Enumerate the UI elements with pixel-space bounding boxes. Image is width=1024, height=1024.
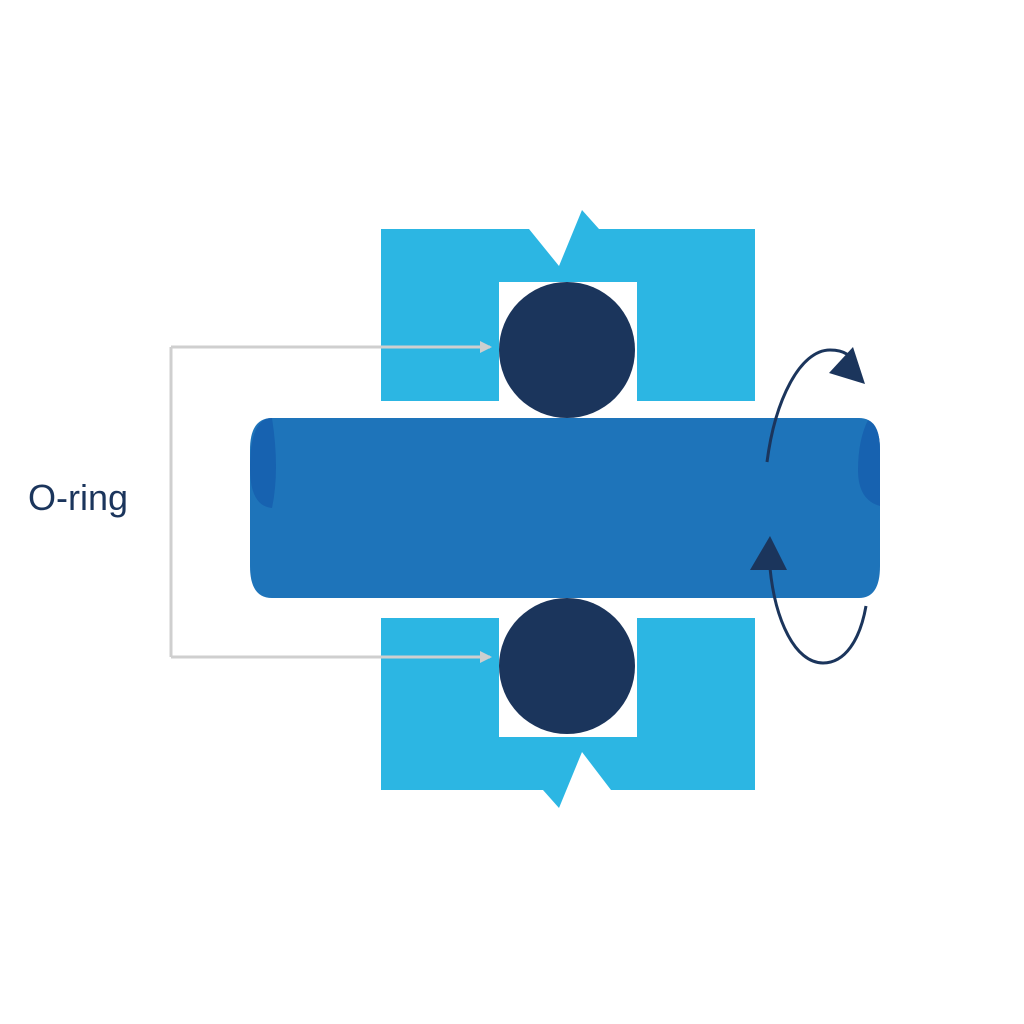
shaft-left-end — [250, 418, 276, 508]
upper-housing — [381, 210, 755, 401]
rotation-arrows-icon — [750, 347, 868, 665]
shaft-right-end — [858, 420, 880, 506]
oring-bottom-section — [499, 598, 635, 734]
shaft — [250, 418, 880, 598]
lower-housing — [381, 618, 755, 808]
shaft-body — [250, 418, 880, 598]
oring-leader-lines — [169, 341, 492, 663]
oring-label: O-ring — [28, 477, 128, 518]
rotation-arrow-top-head — [829, 347, 865, 384]
rotation-arrow-bottom-head — [750, 536, 787, 570]
oring-top-section — [499, 282, 635, 418]
rotation-arrow-bottom-curve — [768, 567, 868, 665]
